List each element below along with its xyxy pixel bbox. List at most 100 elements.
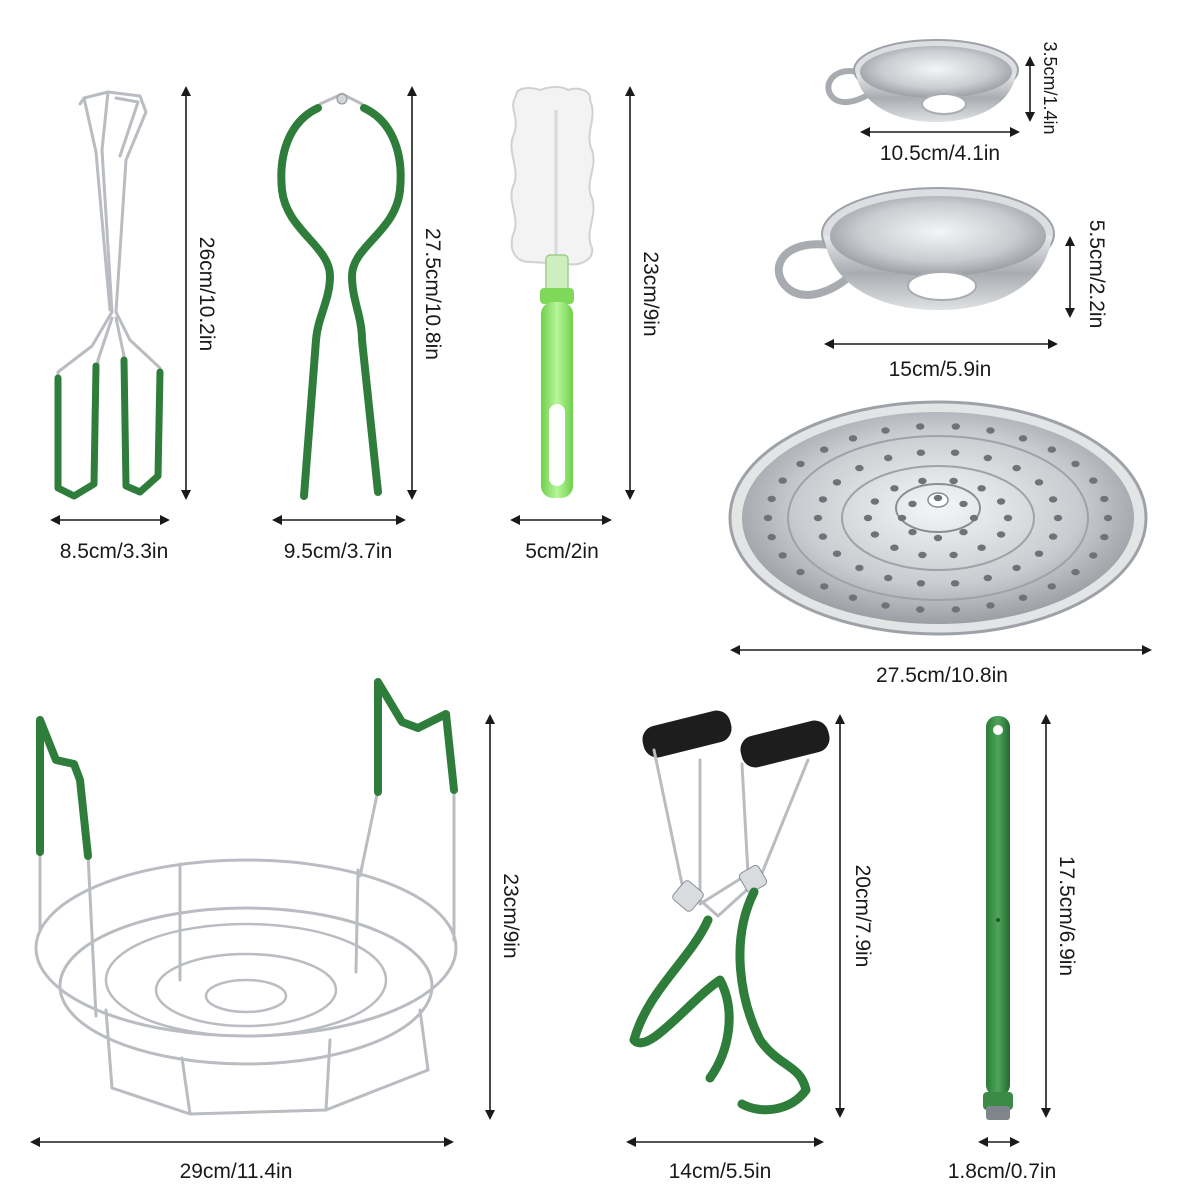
jar-lifter-width-label: 14cm/5.5in — [669, 1160, 772, 1183]
steamer-hole — [950, 580, 960, 587]
steamer-hole — [884, 574, 893, 582]
steamer-hole — [818, 496, 828, 503]
steamer-hole — [916, 449, 926, 456]
steamer-hole — [977, 485, 986, 492]
steamer-rack-width-label: 27.5cm/10.8in — [876, 664, 1008, 687]
steamer-hole — [820, 446, 829, 453]
bottle-brush-image — [510, 86, 595, 498]
steamer-hole — [1034, 550, 1044, 557]
steamer-rack-image — [728, 400, 1148, 636]
steamer-hole — [832, 479, 842, 486]
steamer-hole — [986, 427, 995, 434]
steamer-hole — [870, 531, 880, 538]
steamer-hole — [763, 514, 773, 522]
large-funnel-height-label: 5.5cm/2.2in — [1085, 220, 1108, 329]
steamer-hole — [1048, 533, 1058, 540]
small-funnel-width-label: 10.5cm/4.1in — [880, 142, 1000, 165]
steamer-hole — [950, 449, 960, 456]
steamer-hole — [863, 514, 873, 522]
steamer-hole — [1089, 477, 1098, 484]
large-funnel-width-label: 15cm/5.9in — [889, 358, 992, 381]
steamer-hole — [983, 454, 992, 462]
steamer-hole — [908, 528, 917, 536]
steamer-hole — [969, 514, 979, 522]
tongs-image — [54, 90, 164, 500]
steamer-holes — [763, 423, 1113, 613]
steamer-hole — [778, 477, 787, 484]
steamer-hole — [951, 423, 960, 430]
canning-rack-image — [34, 678, 458, 1116]
jar-wrench-height-label: 27.5cm/10.8in — [421, 228, 444, 360]
steamer-hole — [890, 544, 899, 551]
steamer-hole — [820, 583, 829, 590]
steamer-hole — [767, 495, 776, 503]
steamer-hole — [881, 427, 890, 434]
steamer-hole — [918, 477, 927, 485]
steamer-hole — [796, 568, 805, 576]
steamer-hole — [848, 594, 858, 601]
large-funnel-image — [774, 187, 1055, 310]
steamer-hole — [881, 602, 890, 609]
brush-width-label: 5cm/2in — [525, 540, 599, 563]
steamer-hole — [916, 580, 926, 587]
steamer-hole — [1012, 564, 1021, 572]
steamer-hole — [870, 498, 880, 505]
steamer-hole — [908, 500, 917, 508]
jar-wrench-width-label: 9.5cm/3.7in — [284, 540, 393, 563]
steamer-hole — [796, 460, 805, 468]
steamer-hole — [933, 534, 943, 542]
steamer-hole — [1034, 479, 1044, 486]
steamer-hole — [986, 602, 995, 609]
canning-rack-height-label: 23cm/9in — [499, 873, 522, 958]
steamer-hole — [1003, 514, 1013, 522]
steamer-hole — [818, 533, 828, 540]
small-funnel-height-label: 3.5cm/1.4in — [1040, 41, 1060, 134]
steamer-hole — [1047, 583, 1057, 590]
steamer-hole — [1047, 446, 1057, 453]
steamer-hole — [949, 477, 958, 485]
steamer-hole — [897, 514, 907, 522]
steamer-hole — [855, 564, 864, 572]
brush-height-label: 23cm/9in — [639, 251, 662, 336]
steamer-hole — [1048, 496, 1058, 503]
steamer-hole — [1089, 552, 1098, 559]
steamer-hole — [884, 454, 893, 462]
steamer-hole — [848, 435, 858, 442]
canning-rack-width-label: 29cm/11.4in — [180, 1160, 293, 1183]
steamer-hole — [832, 550, 842, 557]
bubble-popper-height-label: 17.5cm/6.9in — [1055, 856, 1078, 976]
steamer-hole — [813, 514, 823, 522]
steamer-hole — [996, 531, 1006, 538]
steamer-hole — [1053, 514, 1063, 522]
steamer-hole — [918, 551, 927, 559]
steamer-hole — [949, 551, 958, 559]
steamer-hole — [1071, 568, 1080, 576]
steamer-hole — [983, 574, 992, 582]
steamer-hole — [916, 423, 925, 430]
tongs-width-label: 8.5cm/3.3in — [60, 540, 169, 563]
steamer-hole — [1012, 464, 1021, 472]
steamer-hole — [1018, 435, 1028, 442]
jar-wrench-image — [277, 92, 405, 500]
steamer-hole — [959, 500, 968, 508]
jar-lifter-image — [629, 710, 830, 1115]
dimension-labels: 8.5cm/3.3in 26cm/10.2in 9.5cm/3.7in 27.5… — [60, 41, 1108, 1183]
steamer-hole — [767, 533, 776, 541]
steamer-hole — [855, 464, 864, 472]
steamer-hole — [916, 606, 925, 613]
jar-lifter-height-label: 20cm/7.9in — [851, 865, 874, 968]
steamer-hole — [933, 494, 943, 502]
steamer-hole — [959, 528, 968, 536]
steamer-hole — [1100, 495, 1109, 503]
steamer-hole — [1100, 533, 1109, 541]
bubble-popper-image — [983, 716, 1013, 1120]
steamer-hole — [778, 552, 787, 559]
steamer-hole — [1103, 514, 1113, 522]
dimension-lines — [30, 56, 1152, 1147]
small-funnel-image — [825, 39, 1019, 122]
steamer-hole — [1018, 594, 1028, 601]
tongs-height-label: 26cm/10.2in — [195, 237, 218, 351]
steamer-hole — [977, 544, 986, 551]
